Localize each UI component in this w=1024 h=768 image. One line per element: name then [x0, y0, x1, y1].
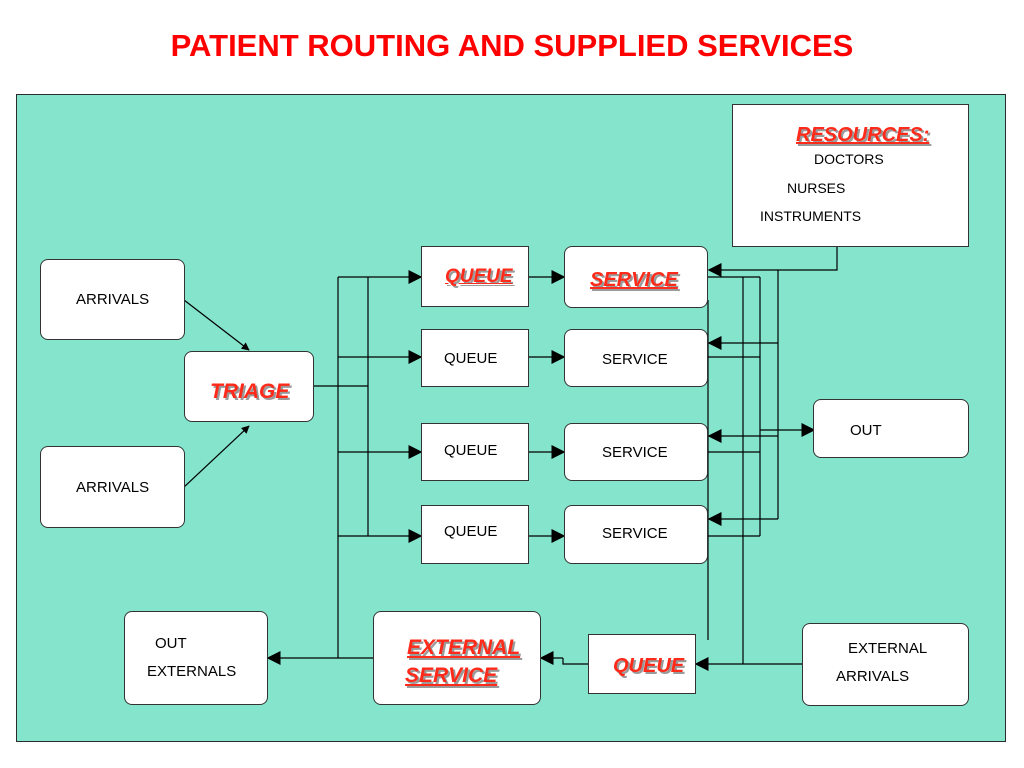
external-arrivals-label-1: EXTERNAL	[848, 640, 928, 657]
queue-box-3	[421, 423, 529, 481]
out-externals-box	[124, 611, 268, 705]
external-arrivals-box	[802, 623, 969, 706]
external-arrivals-label-2: ARRIVALS	[836, 668, 910, 685]
resources-item-instruments: INSTRUMENTS	[760, 208, 862, 224]
service-box-3	[564, 423, 708, 481]
out-label: OUT	[850, 422, 882, 439]
external-queue-box	[588, 634, 696, 694]
arrivals-box-1	[40, 259, 185, 340]
resources-item-doctors: DOCTORS	[814, 151, 884, 167]
queue-box-4	[421, 505, 529, 564]
external-service-label-2: SERVICE	[405, 664, 498, 687]
queue-box-1	[421, 246, 529, 307]
out-externals-label-1: OUT	[155, 635, 187, 652]
resources-title: RESOURCES:	[796, 124, 930, 146]
service-box-4	[564, 505, 708, 564]
service-box-2	[564, 329, 708, 387]
queue-label-4: QUEUE	[444, 523, 498, 540]
out-box	[813, 399, 969, 458]
arrivals-label-1: ARRIVALS	[76, 291, 150, 308]
triage-label: TRIAGE	[210, 380, 290, 403]
service-label-2: SERVICE	[602, 351, 668, 368]
resources-item-nurses: NURSES	[787, 180, 846, 196]
external-service-box	[373, 611, 541, 705]
service-label-1: SERVICE	[590, 269, 678, 291]
out-externals-label-2: EXTERNALS	[147, 663, 237, 680]
queue-label-1: QUEUE	[445, 266, 513, 287]
external-service-label-1: EXTERNAL	[407, 636, 521, 659]
service-label-4: SERVICE	[602, 525, 668, 542]
external-queue-label: QUEUE	[613, 655, 685, 677]
queue-label-2: QUEUE	[444, 350, 498, 367]
service-label-3: SERVICE	[602, 444, 668, 461]
arrivals-label-2: ARRIVALS	[76, 479, 150, 496]
queue-box-2	[421, 329, 529, 387]
arrivals-box-2	[40, 446, 185, 528]
service-box-1	[564, 246, 708, 308]
queue-label-3: QUEUE	[444, 442, 498, 459]
triage-box	[184, 351, 314, 422]
resources-box	[732, 104, 969, 247]
page-title: PATIENT ROUTING AND SUPPLIED SERVICES	[170, 28, 854, 63]
arrivals-to-triage-arrow-1	[183, 299, 250, 351]
arrivals-to-triage-arrow-2	[183, 425, 250, 488]
